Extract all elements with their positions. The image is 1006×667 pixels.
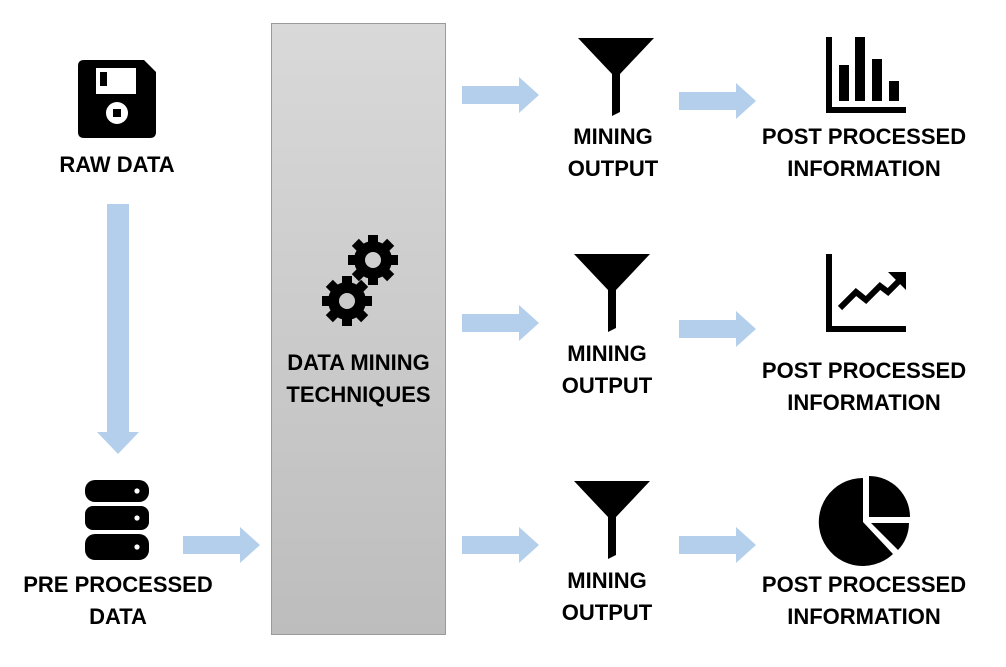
funnel-icon: [574, 481, 650, 559]
mining-output-label-1: MINING OUTPUT: [567, 124, 659, 181]
arrow-down-raw-to-pre: [97, 204, 139, 454]
line-chart-icon: [826, 254, 906, 332]
pre-processed-label: PRE PROCESSED DATA: [23, 572, 213, 629]
mining-output-label-2: MINING OUTPUT: [561, 341, 653, 398]
arrow-output-to-info-3: [679, 527, 756, 563]
funnel-icon: [574, 254, 650, 332]
arrow-output-to-info-1: [679, 83, 756, 119]
arrow-output-to-info-2: [679, 311, 756, 347]
techniques-label: DATA MINING TECHNIQUES: [286, 350, 431, 407]
arrow-pre-to-techniques: [183, 527, 260, 563]
techniques-panel: [271, 23, 446, 635]
floppy-disk-icon: [78, 60, 156, 138]
gears-icon: [322, 235, 400, 327]
arrow-techniques-to-output-2: [462, 305, 539, 341]
funnel-icon: [578, 38, 654, 116]
raw-data-label: RAW DATA: [59, 152, 175, 177]
database-icon: [85, 478, 149, 562]
bar-chart-icon: [826, 37, 906, 113]
arrow-techniques-to-output-1: [462, 77, 539, 113]
post-processed-label-1: POST PROCESSED INFORMATION: [761, 124, 967, 181]
post-processed-label-3: POST PROCESSED INFORMATION: [761, 572, 967, 629]
post-processed-label-2: POST PROCESSED INFORMATION: [761, 358, 967, 415]
pie-chart-icon: [818, 476, 911, 566]
arrow-techniques-to-output-3: [462, 527, 539, 563]
mining-output-label-3: MINING OUTPUT: [561, 568, 653, 625]
